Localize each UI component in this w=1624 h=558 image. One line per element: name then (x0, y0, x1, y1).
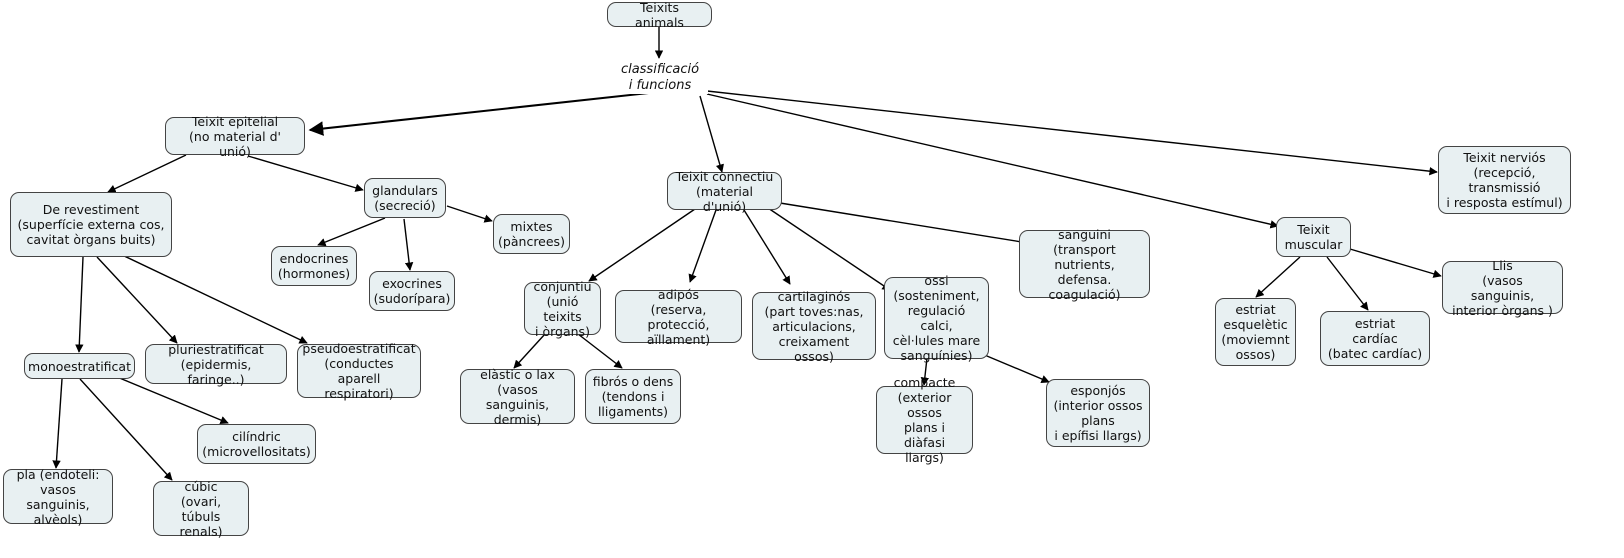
edge-glandulars-to-endocrines (317, 217, 386, 247)
edge-mono-to-cubic (79, 378, 173, 481)
node-cilindric[interactable]: cilíndric (microvellositats) (197, 424, 316, 464)
node-pseudoestratificat[interactable]: pseudoestratificat (conductes aparell re… (297, 341, 421, 401)
node-ossi[interactable]: ossi (sosteniment, regulació calci, cèl·… (884, 273, 989, 363)
node-endocrines[interactable]: endocrines (hormones) (271, 246, 357, 286)
edge-classificacio-to-connectiu (699, 95, 724, 173)
node-teixit-connectiu[interactable]: Teixit connectiu (material d'unió) (667, 169, 782, 214)
edge-connectiu-to-cartilaginos (743, 209, 791, 285)
node-teixits-animals[interactable]: Teixits animals (607, 0, 712, 30)
node-mixtes[interactable]: mixtes (pàncrees) (493, 214, 570, 254)
node-estriat-esqueletic[interactable]: estriat esquelètic (moviemnt ossos) (1215, 298, 1296, 366)
node-exocrines[interactable]: exocrines (sudorípara) (369, 271, 455, 311)
edge-glandulars-to-mixtes (446, 205, 493, 223)
node-glandulars[interactable]: glandulars (secreció) (364, 178, 446, 218)
node-adipos[interactable]: adipós (reserva, protecció, aïllament) (615, 287, 742, 347)
edge-connectiu-to-conjuntiu (588, 208, 696, 282)
edge-classificacio-to-nervios (706, 90, 1438, 176)
node-compacte[interactable]: compacte (exterior ossos plans i diàfasi… (876, 375, 973, 465)
node-esponjos[interactable]: esponjós (interior ossos plans i epífisi… (1046, 379, 1150, 447)
node-de-revestiment[interactable]: De revestiment (superfície externa cos, … (10, 192, 172, 257)
edge-revestiment-to-monoestratificat (75, 256, 84, 353)
edge-connectiu-to-ossi (767, 207, 891, 291)
edge-connectiu-to-sanguini (779, 202, 1029, 246)
node-cartilaginos[interactable]: cartilaginós (part toves:nas, articulaci… (752, 289, 876, 364)
node-teixit-nervios[interactable]: Teixit nerviós (recepció, transmissió i … (1438, 146, 1571, 214)
node-teixit-muscular[interactable]: Teixit muscular (1276, 217, 1351, 257)
edge-connectiu-to-adipos (688, 209, 717, 283)
node-elastic[interactable]: elàstic o lax (vasos sanguinis, dermis) (460, 367, 575, 427)
node-estriat-cardiac[interactable]: estriat cardíac (batec cardíac) (1320, 311, 1430, 366)
node-conjuntiu[interactable]: conjuntiu (unió teixits i òrgans) (524, 279, 601, 339)
node-pla[interactable]: pla (endoteli: vasos sanguinis, alvèols) (3, 467, 113, 527)
edge-glandulars-to-exocrines (403, 218, 414, 271)
edge-epitelial-to-glandulars (247, 155, 364, 192)
node-pluriestratificat[interactable]: pluriestratificat (epidermis, faringe..) (145, 342, 287, 387)
edge-classificacio-to-muscular (706, 93, 1279, 229)
edge-conjuntiu-to-elastic (513, 333, 546, 369)
edge-classificacio-to-epitelial (308, 88, 677, 136)
node-fibros[interactable]: fibrós o dens (tendons i lligaments) (585, 369, 681, 424)
node-cubic[interactable]: cúbic (ovari, túbuls renals) (153, 479, 249, 539)
edge-epitelial-to-revestiment (107, 154, 187, 193)
edge-revestiment-to-pluriestratificat (96, 256, 178, 344)
node-teixit-epitelial[interactable]: Teixit epitelial (no material d' unió) (165, 114, 305, 159)
link-label-classificacio: classificació i funcions (612, 62, 708, 94)
edge-muscular-to-llis (1349, 248, 1442, 278)
node-sanguini[interactable]: sanguini (transport nutrients, defensa. … (1019, 227, 1150, 302)
node-monoestratificat[interactable]: monoestratificat (24, 353, 135, 379)
edge-conjuntiu-to-fibros (577, 333, 623, 369)
edge-muscular-to-estriat-cardiac (1326, 256, 1369, 311)
edge-mono-to-pla (52, 378, 63, 469)
edge-muscular-to-estriat-esqueletic (1255, 256, 1301, 298)
node-llis[interactable]: Llis (vasos sanguinis, interior òrgans ) (1442, 258, 1563, 318)
